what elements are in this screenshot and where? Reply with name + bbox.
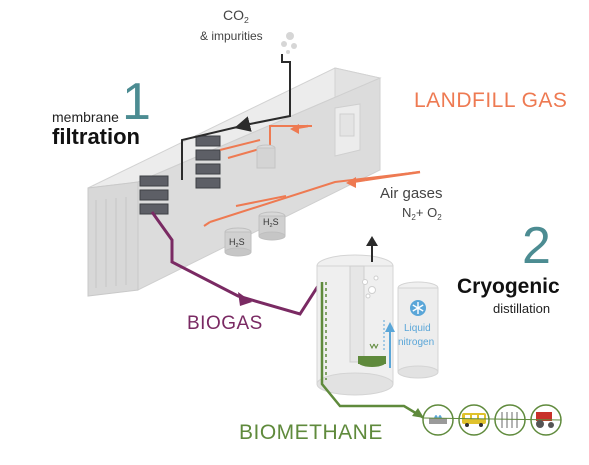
h2s-label-left: H2S [229, 237, 245, 249]
biomethane-arrow [412, 408, 424, 418]
radiator-icon [494, 404, 526, 436]
h2s-tank-right [258, 211, 286, 241]
h2s-tank-left [224, 227, 252, 257]
biomethane-label: BIOMETHANE [239, 421, 383, 444]
biogas-label: BIOGAS [187, 313, 263, 334]
landfill-gas-label: LANDFILL GAS [414, 89, 568, 112]
co2-puff-icon [281, 32, 297, 54]
plus-o: + O [415, 205, 438, 220]
air-gases-outlet [366, 236, 378, 262]
liquid-nitrogen-line1: Liquid [404, 323, 431, 334]
n-symbol: N [402, 205, 412, 220]
h2s-label-right: H2S [263, 217, 279, 229]
co2-label: CO2 [223, 7, 249, 26]
cryogenic-tank [316, 254, 394, 396]
liquid-nitrogen-line2: nitrogen [398, 337, 435, 348]
h2s-right-sub: 2 [269, 222, 273, 229]
n-subscript: 2 [411, 212, 416, 222]
stage1-title: filtration [52, 124, 140, 149]
co2-impurities-label: & impurities [200, 29, 263, 43]
stage2-title: Cryogenic [457, 275, 560, 298]
stage2-subtitle: distillation [493, 301, 551, 316]
air-gases-formula: N2+ O2 [402, 205, 442, 222]
stage1-number: 1 [122, 73, 151, 131]
h2s-right-h: H [263, 217, 270, 227]
snowflake-icon [410, 300, 426, 316]
stage2-number: 2 [522, 217, 551, 275]
compressor-tank [256, 144, 276, 169]
gas-stove-icon [422, 404, 454, 436]
o-subscript: 2 [437, 212, 442, 222]
end-use-connector [423, 417, 562, 421]
stage1-subtitle: membrane [52, 109, 119, 125]
landfill-gas-inlet [290, 124, 421, 188]
biomethane-line [320, 282, 425, 420]
co2-formula: CO [223, 7, 244, 23]
co2-exhaust-pipe [181, 54, 291, 180]
biogas-arrow [238, 292, 252, 306]
h2s-left-sub: 2 [235, 242, 239, 249]
h2s-left-h: H [229, 237, 236, 247]
h2s-right-s: S [272, 217, 279, 227]
h2s-left-s: S [238, 237, 245, 247]
co2-subscript: 2 [244, 15, 249, 26]
air-gases-label: Air gases [380, 185, 443, 202]
bus-icon [458, 404, 490, 436]
